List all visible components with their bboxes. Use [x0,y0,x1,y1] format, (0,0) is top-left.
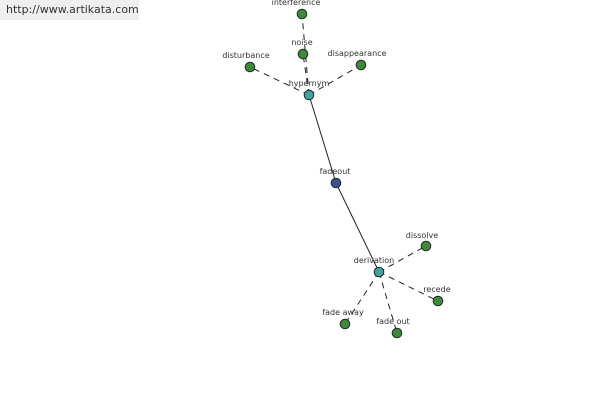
label-disturbance: disturbance [222,51,269,60]
label-hypernym: hypernym [289,79,330,88]
node-interference [296,8,308,20]
edge-layer [249,13,439,334]
node-fade-away [339,318,351,330]
label-derivation: derivation [354,256,394,265]
node-dissolve [420,240,432,252]
node-derivation [373,266,385,278]
node-noise [297,48,309,60]
label-recede: recede [423,285,450,294]
edge-hypernym-interference [301,13,310,96]
label-fade-away: fade away [322,308,364,317]
node-fade-out [391,327,403,339]
edge-hypernym-noise [302,53,310,96]
label-disappearance: disappearance [328,49,387,58]
edge-derivation-dissolve [378,245,427,273]
node-disturbance [244,61,256,73]
label-center: fadeout [320,167,351,176]
node-hypernym [303,89,315,101]
label-noise: noise [291,38,312,47]
node-recede [432,295,444,307]
node-disappearance [355,59,367,71]
label-dissolve: dissolve [406,231,438,240]
label-fade-out: fade out [376,317,409,326]
edge-center-hypernym [308,94,337,184]
node-center [330,177,342,189]
label-interference: interference [272,0,321,7]
label-layer: interference noise disturbance disappearanc… [222,0,450,326]
edge-center-derivation [335,182,380,273]
node-layer [244,8,444,339]
watermark-link[interactable]: http://www.artikata.com [0,0,139,20]
